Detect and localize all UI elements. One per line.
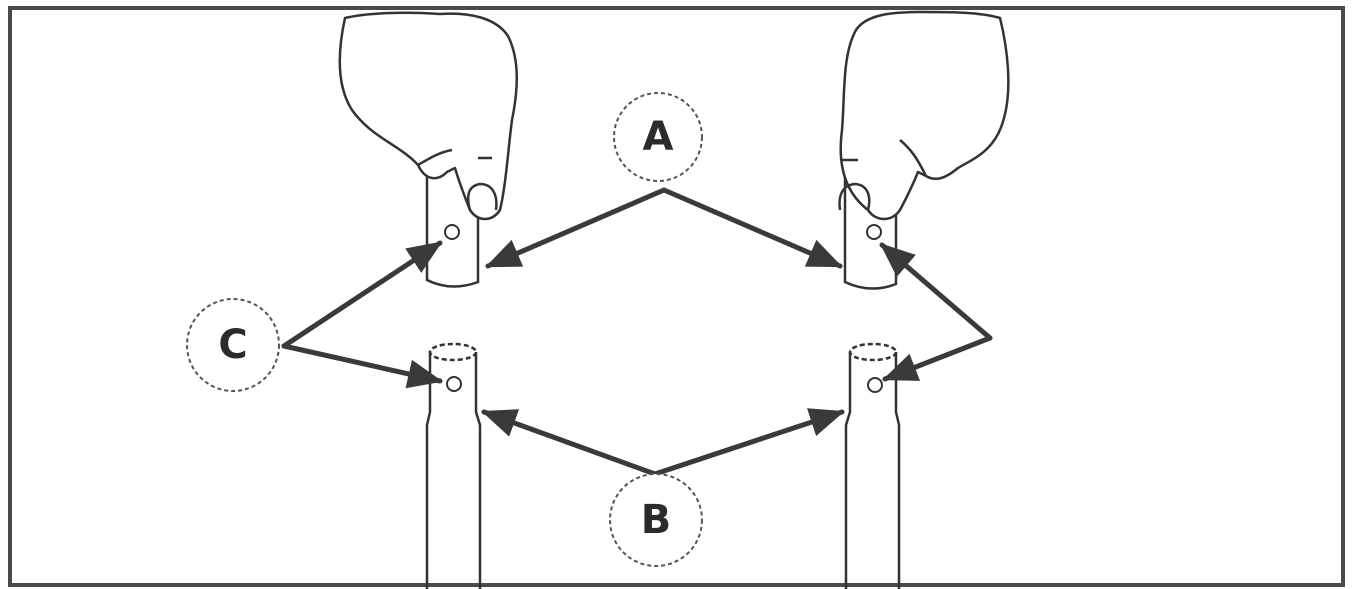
arrow-b-left bbox=[481, 409, 658, 477]
arrow-a-right bbox=[661, 187, 843, 269]
right-hand-icon bbox=[838, 10, 1010, 221]
right-lower-tube-opening bbox=[848, 342, 898, 362]
left-upper-tube-hole bbox=[444, 224, 460, 240]
arrows bbox=[281, 187, 993, 477]
callout-b-label: B bbox=[641, 497, 672, 543]
right-upper-tube-hole bbox=[866, 224, 882, 240]
arrow-right-pair-down bbox=[882, 335, 993, 382]
right-lower-tube bbox=[844, 342, 901, 589]
callout-b: B bbox=[609, 473, 703, 567]
left-hand-icon bbox=[338, 11, 518, 221]
callout-c-label: C bbox=[218, 322, 247, 368]
arrow-c-up bbox=[281, 240, 443, 349]
left-lower-tube-opening bbox=[428, 342, 478, 362]
callout-a-label: A bbox=[643, 114, 674, 160]
arrow-right-pair-up bbox=[879, 242, 993, 341]
arrow-c-down bbox=[281, 343, 443, 389]
callout-a: A bbox=[613, 92, 703, 182]
left-lower-tube-hole bbox=[446, 376, 462, 392]
arrow-b-right bbox=[652, 408, 845, 477]
right-lower-tube-hole bbox=[867, 377, 883, 393]
callout-c: C bbox=[186, 298, 280, 392]
arrow-a-left bbox=[485, 187, 667, 269]
